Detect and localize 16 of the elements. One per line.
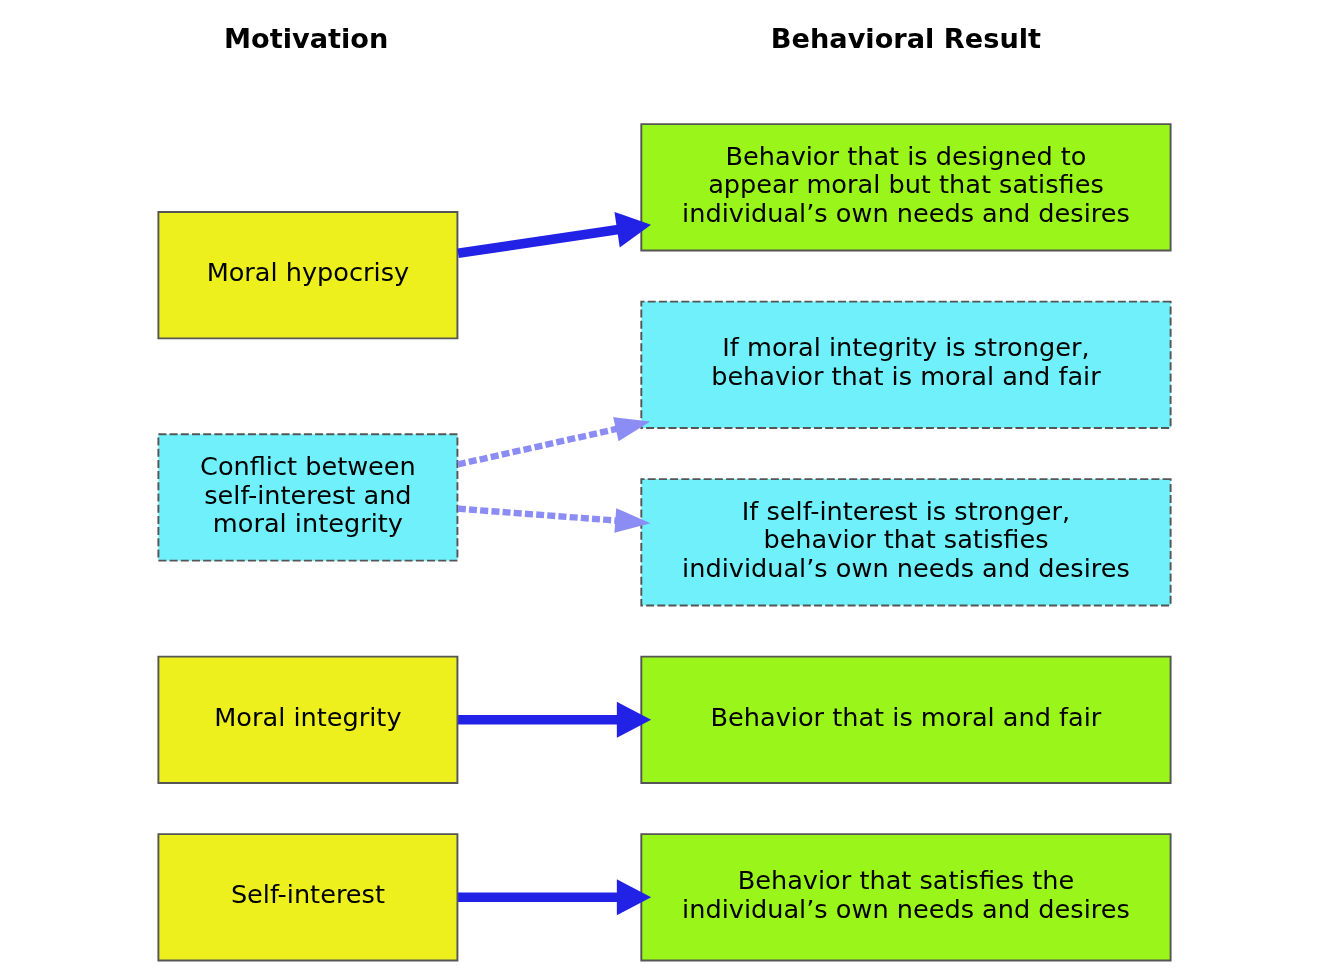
arrow <box>457 701 651 738</box>
arrow <box>457 505 650 533</box>
arrow <box>457 879 651 916</box>
node-box: Self-interest <box>156 833 458 962</box>
node-box: Behavior that is moral and fair <box>639 655 1172 784</box>
node-box: Behavior that satisfies the individual’s own needs and desires <box>639 833 1172 962</box>
node-box: If self-interest is stronger, behavior that satisfies individual’s own needs and desires <box>639 478 1172 607</box>
arrow <box>456 211 651 258</box>
label: Behavioral Result <box>770 23 1041 55</box>
label: Motivation <box>223 23 388 55</box>
arrow <box>456 417 650 468</box>
node-box: Behavior that is designed to appear moral but that satisfies individual’s own needs and desires <box>639 123 1172 252</box>
node-box: If moral integrity is stronger, behavior that is moral and fair <box>639 300 1172 429</box>
node-box: Moral integrity <box>156 655 458 784</box>
node-box: Conflict between self-interest and moral integrity <box>156 433 458 562</box>
node-box: Moral hypocrisy <box>156 211 458 340</box>
